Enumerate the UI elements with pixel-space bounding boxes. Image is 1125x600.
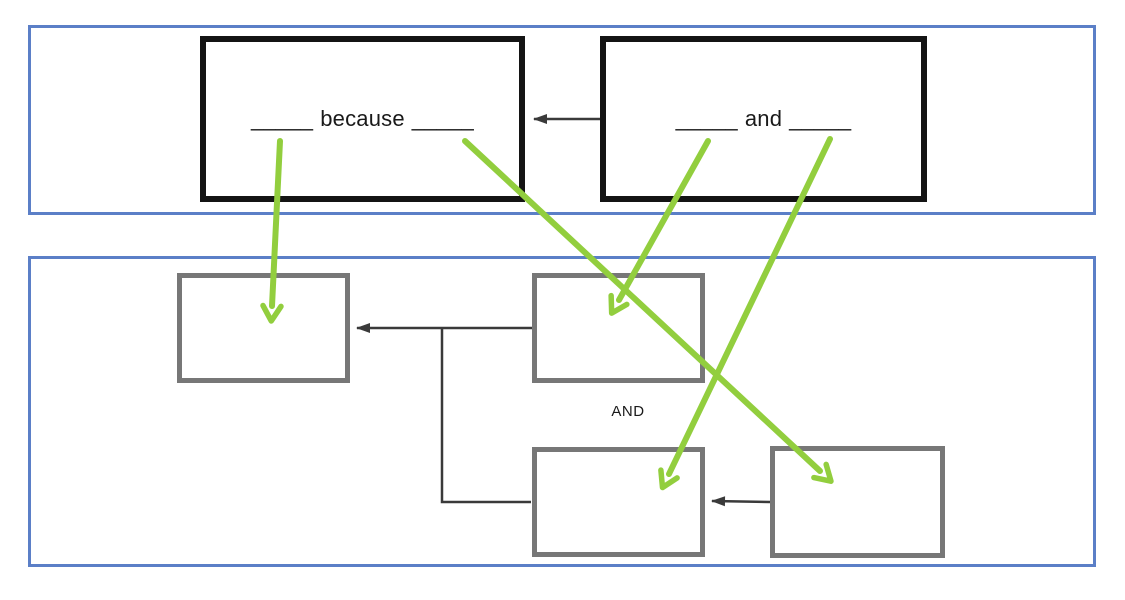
and-connector-label: AND xyxy=(611,403,645,420)
because-blank-left: _____ xyxy=(251,106,314,131)
gray-box-top-left xyxy=(177,273,350,383)
and-blank-right: _____ xyxy=(789,106,852,131)
and-word: and xyxy=(744,106,783,131)
because-sentence-line: _____ because _____ xyxy=(251,106,474,132)
because-sentence-box: _____ because _____ xyxy=(200,36,525,202)
gray-box-bottom-middle xyxy=(532,447,705,557)
because-word: because xyxy=(320,106,405,131)
gray-box-top-middle xyxy=(532,273,705,383)
and-sentence-line: _____ and _____ xyxy=(676,106,852,132)
because-blank-right: _____ xyxy=(411,106,474,131)
top-panel xyxy=(28,25,1096,215)
and-sentence-box: _____ and _____ xyxy=(600,36,927,202)
and-blank-left: _____ xyxy=(675,106,738,131)
gray-box-bottom-right xyxy=(770,446,945,558)
